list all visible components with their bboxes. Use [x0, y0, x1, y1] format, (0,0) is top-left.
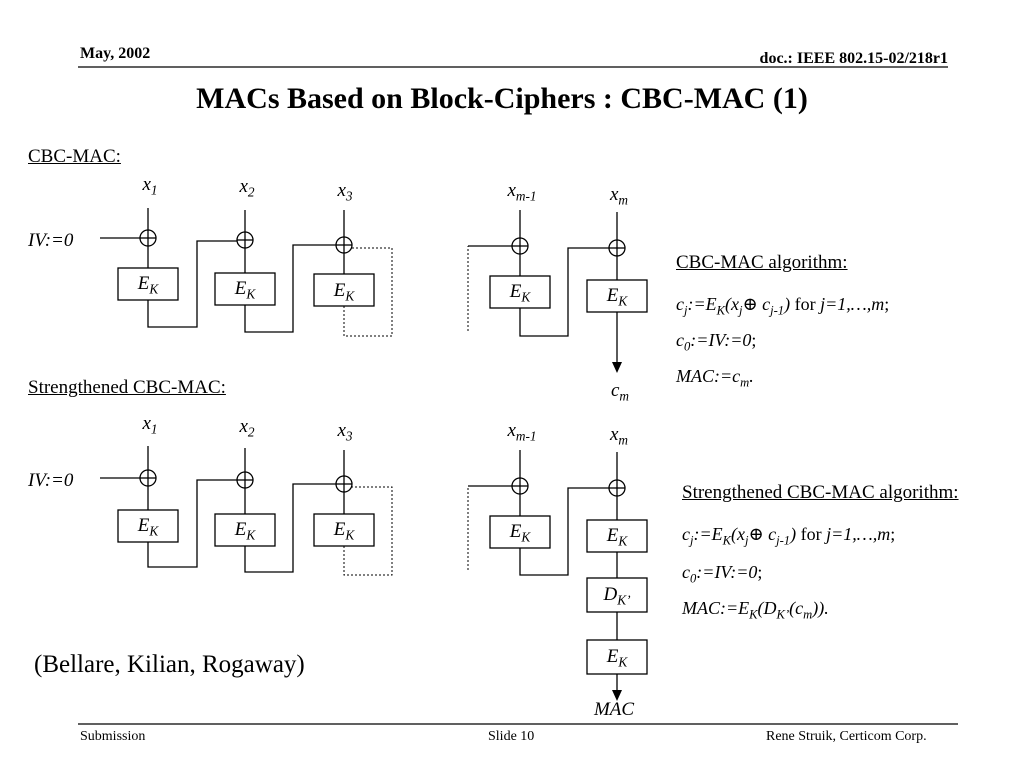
- section-strengthened: Strengthened CBC-MAC:: [28, 377, 226, 398]
- section-cbc-mac: CBC-MAC:: [28, 146, 121, 167]
- block-label-ek: EK: [234, 278, 256, 302]
- block-label-ek: EK: [606, 285, 628, 309]
- strengthened-algorithm-line3: MAC:=EK(DK’(cm)).: [682, 598, 829, 622]
- block-label-ek: EK: [333, 280, 355, 304]
- footer-submission: Submission: [80, 729, 146, 744]
- input-label-x1: x1: [142, 174, 158, 198]
- strengthened-algorithm-line2: c0:=IV:=0;: [682, 562, 763, 586]
- input-label-x3: x3: [337, 180, 353, 204]
- block-label-ek: EK: [606, 646, 628, 670]
- strengthened-cbc-mac-diagram: [100, 446, 648, 701]
- block-label-ek: EK: [509, 521, 531, 545]
- header-doc-id: doc.: IEEE 802.15-02/218r1: [759, 50, 948, 67]
- cbc-algorithm-line2: c0:=IV:=0;: [676, 330, 757, 354]
- footer-author: Rene Struik, Certicom Corp.: [766, 729, 927, 744]
- cbc-algorithm-line1: cj:=EK(xj⊕ cj-1) for j=1,…,m;: [676, 294, 890, 318]
- strengthened-algorithm-heading: Strengthened CBC-MAC algorithm:: [682, 482, 959, 503]
- output-arrow-cm: [612, 362, 622, 373]
- input-label-xm: xm: [609, 424, 629, 448]
- block-label-ek: EK: [333, 519, 355, 543]
- strengthened-algorithm-line1: cj:=EK(xj⊕ cj-1) for j=1,…,m;: [682, 524, 896, 548]
- block-label-dk: DK’: [603, 584, 631, 608]
- input-label-x1: x1: [142, 413, 158, 437]
- block-label-ek: EK: [509, 281, 531, 305]
- output-arrow-mac: [612, 690, 622, 701]
- output-label-cm: cm: [610, 380, 630, 404]
- cbc-algorithm-heading: CBC-MAC algorithm:: [676, 252, 848, 273]
- citation: (Bellare, Kilian, Rogaway): [34, 651, 305, 678]
- input-label-xm: xm: [609, 184, 629, 208]
- block-label-ek: EK: [606, 525, 628, 549]
- input-label-xm-1: xm-1: [507, 420, 537, 444]
- input-label-xm-1: xm-1: [507, 180, 537, 204]
- block-label-ek: EK: [234, 519, 256, 543]
- slide-title: MACs Based on Block-Ciphers : CBC-MAC (1…: [196, 82, 808, 115]
- cbc-algorithm-line3: MAC:=cm.: [676, 366, 754, 390]
- input-label-x2: x2: [239, 416, 255, 440]
- cbc-mac-diagram: [100, 208, 648, 373]
- iv-label: IV:=0: [28, 230, 74, 251]
- iv-label: IV:=0: [28, 470, 74, 491]
- block-label-ek: EK: [137, 273, 159, 297]
- input-label-x2: x2: [239, 176, 255, 200]
- input-label-x3: x3: [337, 420, 353, 444]
- output-label-mac: MAC: [593, 699, 635, 720]
- block-label-ek: EK: [137, 515, 159, 539]
- header-date: May, 2002: [80, 45, 151, 62]
- footer-slide-number: Slide 10: [488, 729, 535, 744]
